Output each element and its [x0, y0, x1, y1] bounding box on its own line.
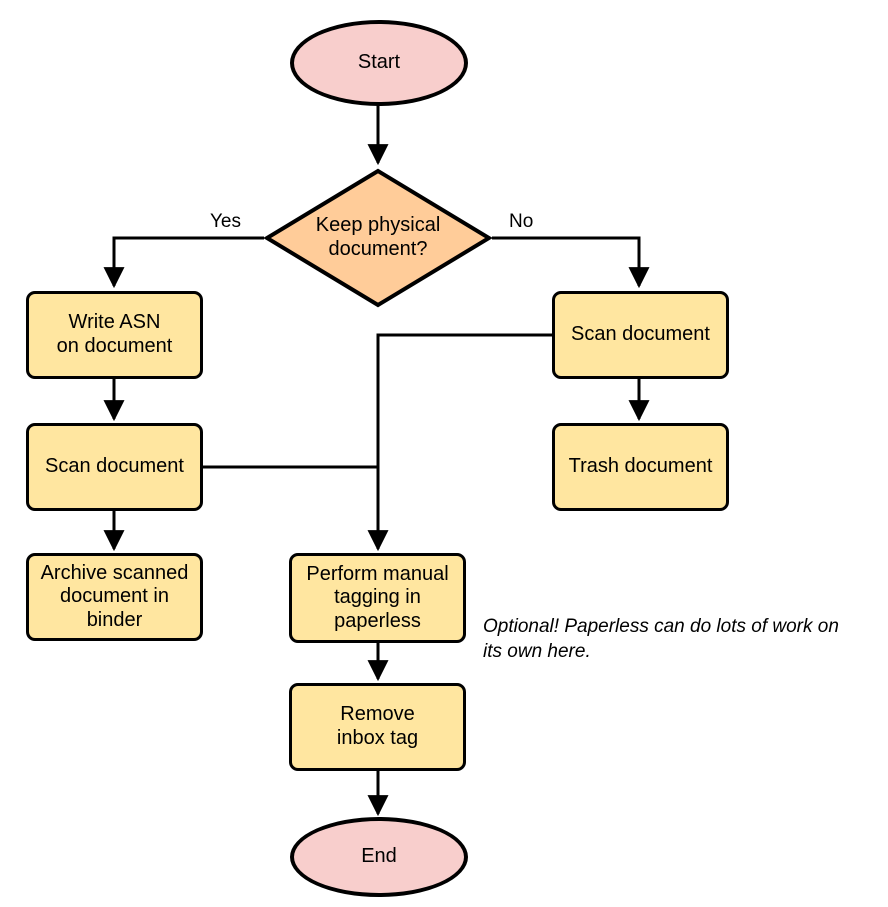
node-trash-document-label: Trash document [568, 455, 713, 478]
node-remove-inbox-label: Remove inbox tag [336, 703, 419, 749]
node-trash-document[interactable]: Trash document [552, 423, 729, 511]
node-decision-keep-physical-document[interactable]: Keep physical document? [264, 168, 492, 308]
edge-label-no: No [509, 211, 533, 233]
node-decision-label: Keep physical document? [315, 214, 441, 260]
node-archive-scanned-document[interactable]: Archive scanned document in binder [26, 553, 203, 641]
node-write-asn-on-document[interactable]: Write ASN on document [26, 291, 203, 379]
node-scan-document-right-label: Scan document [571, 323, 710, 346]
node-scan-document-left[interactable]: Scan document [26, 423, 203, 511]
node-write-asn-label: Write ASN on document [56, 311, 173, 357]
node-perform-manual-tagging[interactable]: Perform manual tagging in paperless [289, 553, 466, 643]
node-end[interactable]: End [290, 817, 468, 897]
decision-diamond-shape [264, 168, 492, 308]
edge-scanright-to-tagging [367, 333, 552, 552]
edge-label-yes-text: Yes [210, 211, 241, 232]
node-archive-label: Archive scanned document in binder [40, 561, 189, 631]
node-scan-document-right[interactable]: Scan document [552, 291, 729, 379]
node-start[interactable]: Start [290, 20, 468, 106]
edge-label-yes: Yes [210, 211, 241, 233]
edge-decision-no [492, 236, 650, 289]
edge-label-no-text: No [509, 211, 534, 232]
node-end-label: End [361, 845, 397, 868]
annotation-optional-paperless: Optional! Paperless can do lots of work … [483, 588, 883, 665]
node-start-label: Start [357, 51, 401, 74]
node-tagging-label: Perform manual tagging in paperless [306, 562, 449, 632]
node-remove-inbox-tag[interactable]: Remove inbox tag [289, 683, 466, 771]
edge-decision-yes [103, 236, 264, 289]
node-scan-document-left-label: Scan document [45, 455, 184, 478]
annotation-text: Optional! Paperless can do lots of work … [483, 615, 839, 663]
